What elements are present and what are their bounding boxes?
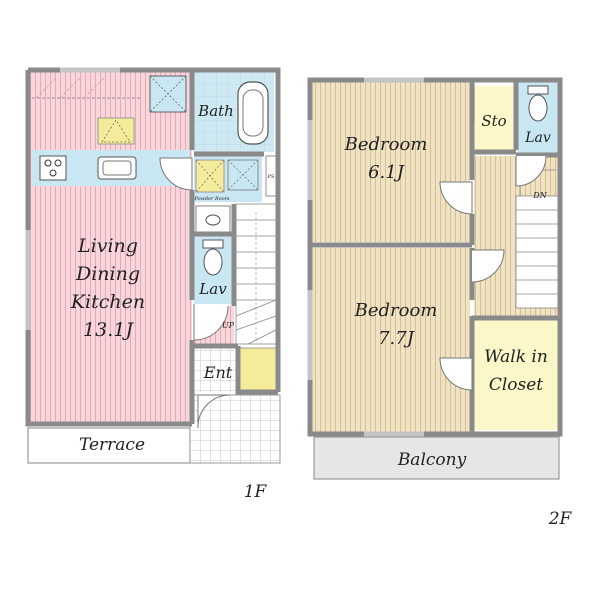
bathtub-inner bbox=[242, 89, 264, 137]
burner-icon bbox=[44, 159, 52, 167]
doors-2f bbox=[439, 88, 547, 391]
stairs-1f bbox=[235, 203, 277, 345]
stairs-2f bbox=[515, 169, 559, 309]
bath-label: Bath bbox=[197, 102, 234, 120]
entrance-floor bbox=[194, 348, 238, 392]
washing-machine-mark bbox=[195, 159, 225, 193]
balcony-label: Balcony bbox=[397, 450, 467, 470]
ldk-label-living: Living bbox=[77, 235, 138, 257]
burner-icon bbox=[49, 169, 57, 177]
bathtub-icon bbox=[237, 81, 269, 145]
basin-icon bbox=[205, 214, 221, 226]
bedroom-1-name: Bedroom bbox=[344, 134, 428, 155]
shoe-storage bbox=[239, 347, 277, 393]
storage-room bbox=[474, 86, 514, 150]
toilet-tank bbox=[202, 239, 224, 249]
storage-mark bbox=[101, 119, 131, 143]
bedroom-1-floor bbox=[312, 82, 470, 242]
refrigerator-mark bbox=[149, 75, 187, 113]
vanity-basin bbox=[195, 205, 231, 233]
sink-icon bbox=[97, 156, 137, 180]
bedroom-2-size: 7.7J bbox=[378, 328, 416, 349]
ent-label: Ent bbox=[203, 363, 233, 382]
bedroom-2-name: Bedroom bbox=[354, 300, 438, 321]
ldk-label-dining: Dining bbox=[75, 263, 140, 285]
up-label: UP bbox=[222, 321, 235, 330]
washroom-cabinet-mark bbox=[227, 159, 259, 191]
powder-room-label: Powder Room bbox=[193, 196, 229, 202]
toilet-tank bbox=[527, 85, 549, 95]
walk-in-closet-label-2: Closet bbox=[489, 375, 543, 395]
balcony bbox=[313, 436, 560, 480]
sink-basin bbox=[102, 160, 132, 176]
floor-1 bbox=[25, 67, 281, 464]
ldk-label-kitchen: Kitchen bbox=[70, 291, 145, 313]
storage-box bbox=[97, 117, 135, 145]
toilet-icon bbox=[528, 94, 548, 122]
lav-1f-label: Lav bbox=[198, 280, 227, 298]
lav-2f-label: Lav bbox=[524, 130, 551, 146]
ps-label: PS bbox=[267, 174, 275, 180]
bedroom-2-floor bbox=[312, 248, 470, 432]
doors-1f bbox=[159, 157, 231, 429]
burner-icon bbox=[54, 159, 62, 167]
floor-2 bbox=[307, 77, 563, 480]
terrace bbox=[27, 427, 191, 464]
ldk-size: 13.1J bbox=[83, 319, 134, 341]
bedroom-1-size: 6.1J bbox=[368, 162, 406, 183]
sto-label: Sto bbox=[481, 112, 506, 130]
windows-1f bbox=[25, 67, 120, 330]
walk-in-closet-floor bbox=[474, 320, 558, 430]
terrace-label: Terrace bbox=[79, 435, 145, 455]
toilet-icon bbox=[203, 248, 223, 276]
floor-2-label: 2F bbox=[548, 509, 573, 529]
walk-in-closet-label-1: Walk in bbox=[484, 347, 548, 367]
windows-2f bbox=[307, 77, 424, 437]
floor-1-label: 1F bbox=[244, 482, 268, 502]
dn-label: DN bbox=[532, 191, 547, 200]
